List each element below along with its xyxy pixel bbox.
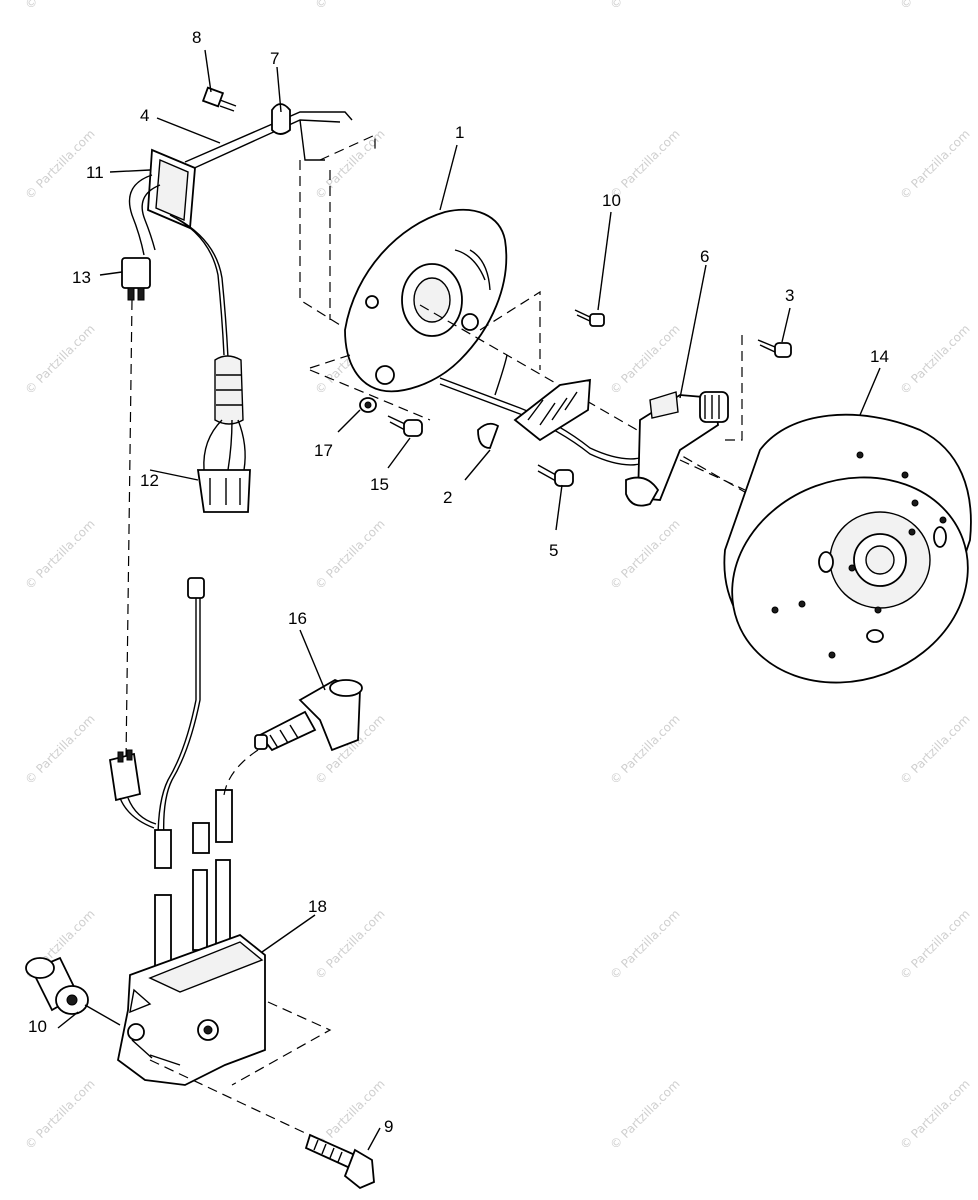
bolt-9 (84, 1004, 375, 1190)
callout-7: 7 (270, 49, 279, 68)
watermark-text: © Partzilla.com (897, 322, 972, 397)
callout-1: 1 (455, 123, 464, 142)
stator-coil (513, 378, 591, 442)
screw-10-top (574, 309, 605, 327)
callout-5: 5 (549, 541, 558, 560)
watermark-text: © Partzilla.com (607, 322, 682, 397)
watermark-text: © Partzilla.com (897, 907, 972, 982)
callout-13: 13 (72, 268, 91, 287)
watermark-text: © Partzilla.com (22, 322, 97, 397)
flywheel (723, 413, 972, 684)
stator-plate (344, 208, 508, 393)
callout-14: 14 (870, 347, 889, 366)
callout-3: 3 (785, 286, 794, 305)
watermark-text: © Partzilla.com (312, 127, 387, 202)
spark-plug-cap (223, 679, 363, 796)
ground-wire (157, 577, 205, 841)
screw-3 (757, 339, 792, 358)
callout-17: 17 (314, 441, 333, 460)
callout-4: 4 (140, 106, 149, 125)
watermark-text: © Partzilla.com (607, 517, 682, 592)
bushing-10 (25, 956, 89, 1015)
watermark-text: © Partzilla.com (897, 0, 972, 12)
ignition-coil (117, 859, 266, 1086)
watermark-text: © Partzilla.com (22, 0, 97, 12)
watermark-text: © Partzilla.com (607, 907, 682, 982)
callout-8: 8 (192, 28, 201, 47)
wiring-harness (121, 103, 353, 761)
watermark-text: © Partzilla.com (312, 0, 387, 12)
watermark-text: © Partzilla.com (312, 907, 387, 982)
connector-lower (108, 749, 157, 829)
callout-10-bottom: 10 (28, 1017, 47, 1036)
callout-6: 6 (700, 247, 709, 266)
watermark-text: © Partzilla.com (22, 517, 97, 592)
watermark-text: © Partzilla.com (607, 1077, 682, 1152)
watermark-text: © Partzilla.com (897, 712, 972, 787)
callout-16: 16 (288, 609, 307, 628)
watermark-text: © Partzilla.com (312, 517, 387, 592)
callout-labels: 1 2 3 4 5 6 7 8 9 10 10 11 12 13 14 15 1… (28, 28, 889, 1136)
callout-11: 11 (86, 163, 104, 182)
watermark-text: © Partzilla.com (22, 712, 97, 787)
bolt-8 (201, 86, 237, 112)
callout-15: 15 (370, 475, 389, 494)
watermark-text: © Partzilla.com (897, 127, 972, 202)
callout-2: 2 (443, 488, 452, 507)
watermark-text: © Partzilla.com (897, 1077, 972, 1152)
watermark-text: © Partzilla.com (607, 0, 682, 12)
leader-lines (57, 49, 881, 1151)
callout-12: 12 (140, 471, 159, 490)
screw-15 (387, 415, 423, 437)
washer-17 (359, 397, 377, 413)
callout-9: 9 (384, 1117, 393, 1136)
callout-10-top: 10 (602, 191, 621, 210)
lighting-coil (625, 391, 729, 507)
watermark-text: © Partzilla.com (607, 712, 682, 787)
callout-18: 18 (308, 897, 327, 916)
screw-5 (537, 464, 574, 487)
watermark-text: © Partzilla.com (22, 1077, 97, 1152)
